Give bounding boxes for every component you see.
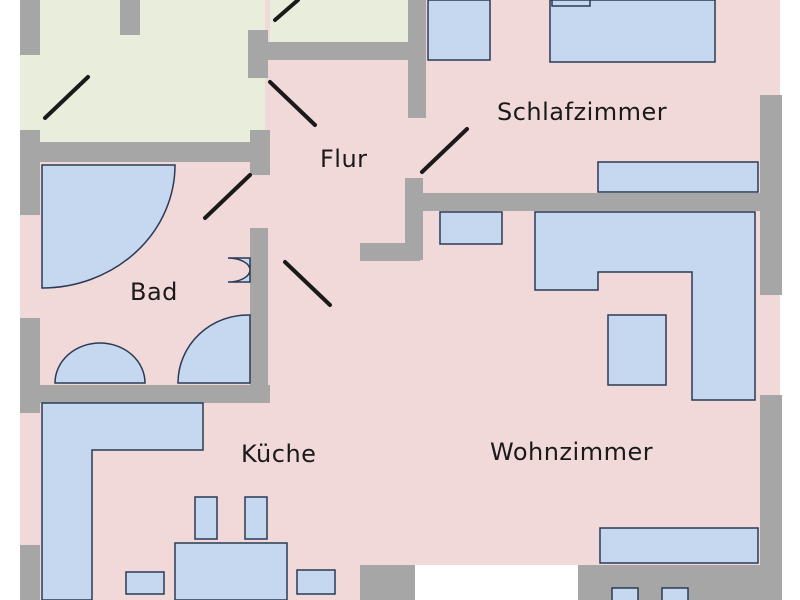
door-swing — [43, 75, 90, 120]
tv-cabinet — [439, 211, 503, 245]
wall — [250, 228, 268, 398]
bed-pillow — [551, 0, 591, 7]
sink — [227, 257, 251, 283]
door-swing — [420, 127, 469, 174]
wall — [360, 565, 415, 600]
chair — [194, 496, 218, 540]
sideboard — [599, 527, 759, 564]
room-label-flur: Flur — [320, 145, 368, 173]
wall — [268, 42, 418, 60]
room-label-schlafzimmer: Schlafzimmer — [497, 98, 668, 126]
furniture — [41, 0, 759, 600]
door-swing — [203, 173, 252, 220]
wall — [20, 130, 40, 215]
armchair — [661, 587, 689, 600]
room-label-kueche: Küche — [241, 440, 317, 468]
room-label-wohnzimmer: Wohnzimmer — [490, 438, 654, 466]
floors — [20, 0, 780, 600]
room-label-bad: Bad — [130, 278, 178, 306]
wall — [40, 142, 260, 162]
walls — [20, 0, 782, 600]
doors — [43, 0, 469, 307]
floor-bottom-gap — [415, 565, 580, 600]
door-swing — [268, 80, 317, 127]
shower — [41, 164, 176, 289]
wall — [20, 545, 40, 600]
kitchen-counter — [41, 402, 204, 600]
wall — [760, 95, 782, 295]
wardrobe — [427, 0, 491, 61]
corner-sofa — [534, 211, 756, 401]
dining-table — [174, 542, 288, 600]
bedroom-shelf — [597, 161, 759, 193]
door-swing — [283, 260, 332, 307]
door-swing — [273, 0, 300, 22]
wall — [20, 0, 40, 55]
wall — [405, 178, 423, 260]
wall — [760, 395, 782, 600]
wall — [250, 130, 270, 175]
wall — [20, 385, 270, 403]
armchair — [611, 587, 639, 600]
wall — [120, 0, 140, 35]
chair — [125, 571, 165, 595]
floor-entry-left — [20, 0, 265, 145]
coffee-table — [607, 314, 667, 386]
chair — [244, 496, 268, 540]
floor-entry-top — [270, 0, 410, 45]
wall — [248, 30, 268, 78]
toilet — [54, 342, 146, 384]
wall — [360, 243, 420, 261]
wall — [420, 193, 760, 211]
chair — [296, 569, 336, 595]
bathtub — [177, 314, 251, 384]
wall — [408, 0, 426, 118]
bed — [549, 0, 716, 63]
